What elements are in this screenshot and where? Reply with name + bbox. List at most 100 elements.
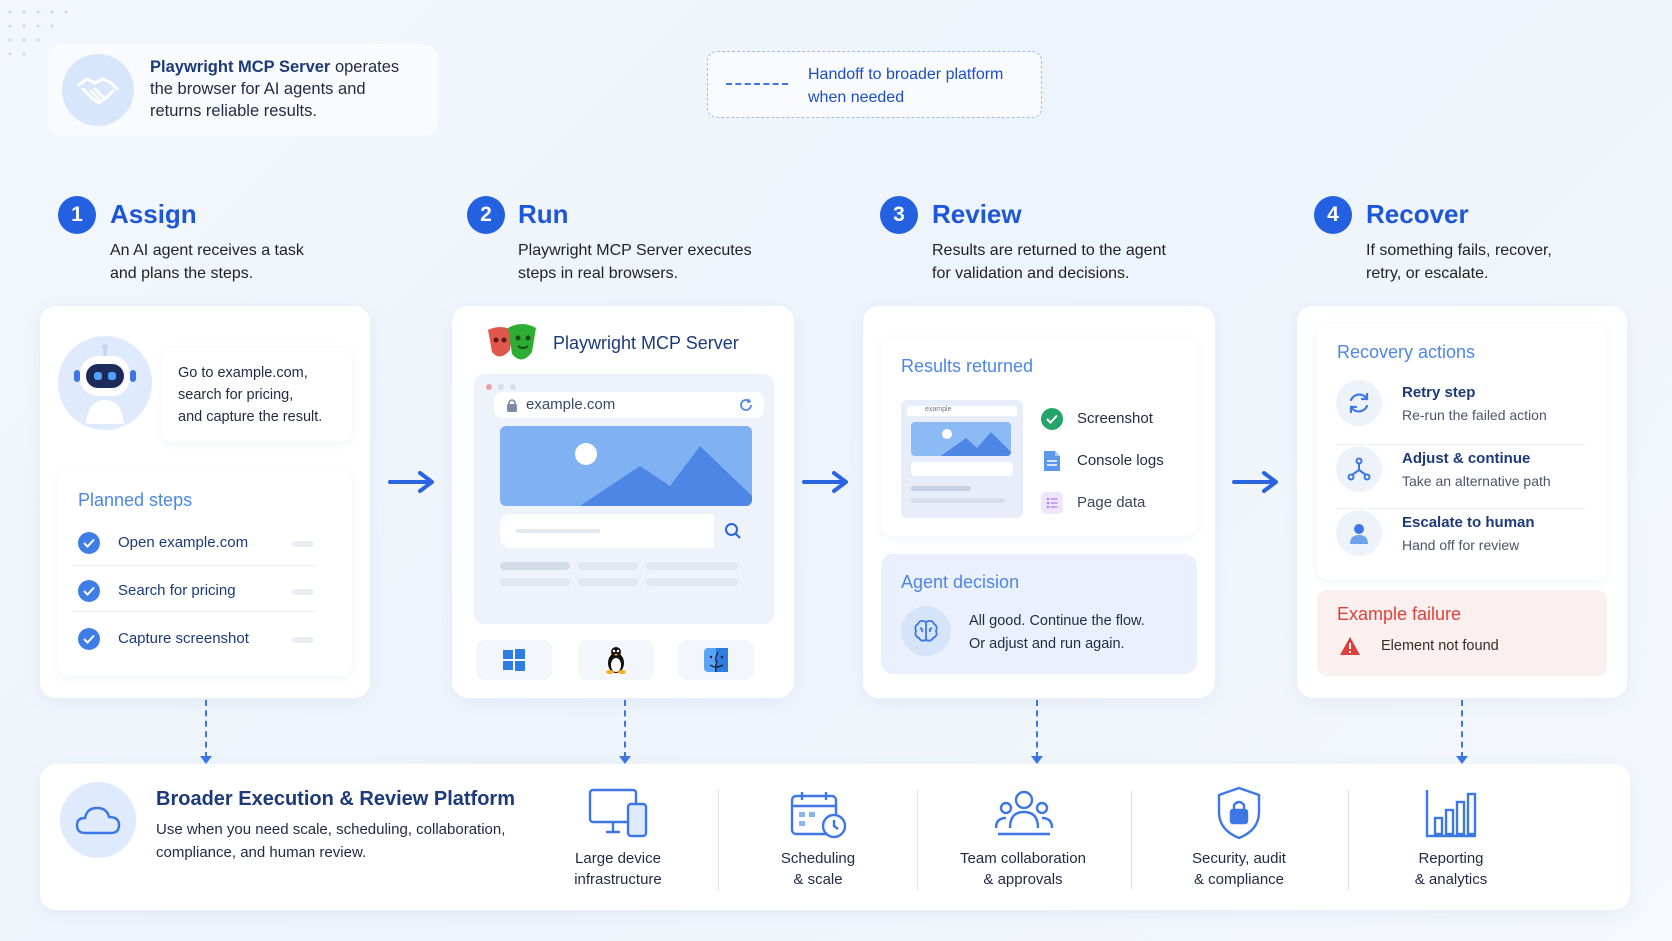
hero-image xyxy=(500,426,752,506)
step-label: Open example.com xyxy=(118,534,249,551)
decision-title: Agent decision xyxy=(901,572,1020,592)
recovery-action-escalate[interactable]: Escalate to human Hand off for review xyxy=(1336,510,1586,566)
divider xyxy=(1348,790,1349,890)
item-team-1: Team collaboration xyxy=(960,850,1086,867)
document-icon xyxy=(1044,451,1060,471)
robot-icon xyxy=(74,344,136,424)
step-row-2[interactable]: Search for pricing xyxy=(72,568,316,612)
item-device-2: infrastructure xyxy=(574,871,662,888)
search-box[interactable] xyxy=(500,514,752,548)
bubble-line2: search for pricing, xyxy=(178,387,294,403)
planned-steps-title: Planned steps xyxy=(78,490,193,510)
phase-title-assign: Assign xyxy=(110,199,197,229)
phase-title-run: Run xyxy=(518,199,569,229)
action-title: Adjust & continue xyxy=(1402,450,1531,467)
check-icon xyxy=(78,580,100,602)
phase-title-review: Review xyxy=(932,199,1022,229)
result-label: Screenshot xyxy=(1077,410,1153,427)
task-bubble: Go to example.com, search for pricing, a… xyxy=(162,348,352,442)
item-team-2: & approvals xyxy=(983,871,1063,888)
handoff-connector-3 xyxy=(1036,700,1038,758)
branch-icon xyxy=(1336,446,1382,492)
address-bar[interactable]: example.com xyxy=(494,392,764,418)
phase-number-2: 2 xyxy=(467,196,505,234)
phase-desc-review-2: for validation and decisions. xyxy=(932,265,1130,282)
run-card: Playwright MCP Server example.com xyxy=(452,306,794,698)
platform-desc-2: compliance, and human review. xyxy=(156,844,367,861)
refresh-icon[interactable] xyxy=(738,397,754,413)
item-scheduling-1: Scheduling xyxy=(780,850,856,867)
step-label: Search for pricing xyxy=(118,582,236,599)
action-title: Escalate to human xyxy=(1402,514,1535,531)
step-bar xyxy=(292,637,314,643)
handoff-legend: Handoff to broader platform when needed xyxy=(707,51,1042,118)
bubble-line1: Go to example.com, xyxy=(178,365,308,381)
check-icon xyxy=(78,628,100,650)
results-title: Results returned xyxy=(901,356,1034,376)
person-icon xyxy=(1336,510,1382,556)
intro-line2: the browser for AI agents and xyxy=(150,80,366,98)
platform-desc-1: Use when you need scale, scheduling, col… xyxy=(156,821,506,838)
review-card: Results returned example Screenshot Cons… xyxy=(863,306,1215,698)
phase-desc-review-1: Results are returned to the agent xyxy=(932,242,1166,259)
step-bar xyxy=(292,589,314,595)
action-title: Retry step xyxy=(1402,384,1476,401)
handoff-connector-4 xyxy=(1461,700,1463,758)
url-text: example.com xyxy=(526,396,616,413)
intro-line3: returns reliable results. xyxy=(150,102,317,120)
phase-desc-recover-1: If something fails, recover, xyxy=(1366,242,1552,259)
failure-text: Element not found xyxy=(1381,638,1499,654)
image-placeholder-icon xyxy=(575,443,752,506)
divider xyxy=(917,790,918,890)
playwright-logo-icon xyxy=(488,324,536,360)
windows-icon xyxy=(503,649,525,671)
list-icon xyxy=(1041,492,1063,514)
failure-title: Example failure xyxy=(1337,604,1462,624)
arrow-right-icon xyxy=(802,471,848,493)
action-sub: Hand off for review xyxy=(1402,537,1520,553)
legend-line2: when needed xyxy=(808,89,905,106)
legend-line1: Handoff to broader platform xyxy=(808,66,1004,83)
divider xyxy=(718,790,719,890)
example-failure-panel: Example failure Element not found xyxy=(1317,590,1607,676)
arrow-right-icon xyxy=(1232,471,1278,493)
phase-number-4: 4 xyxy=(1314,196,1352,234)
warning-icon xyxy=(1340,637,1360,655)
lock-icon xyxy=(507,399,517,412)
recovery-title: Recovery actions xyxy=(1337,342,1476,362)
os-linux xyxy=(578,640,654,680)
phase-number-3: 3 xyxy=(880,196,918,234)
handoff-connector-2 xyxy=(624,700,626,758)
robot-avatar xyxy=(58,336,152,430)
recovery-action-retry[interactable]: Retry step Re-run the failed action xyxy=(1336,380,1586,436)
phase-desc-run-2: steps in real browsers. xyxy=(518,265,679,282)
phase-desc-recover-2: retry, or escalate. xyxy=(1366,265,1489,282)
step-row-3[interactable]: Capture screenshot xyxy=(72,616,316,660)
intro-bold: Playwright MCP Server xyxy=(150,58,331,76)
brain-icon xyxy=(901,606,951,656)
os-macos xyxy=(678,640,754,680)
action-sub: Take an alternative path xyxy=(1402,473,1551,489)
search-icon[interactable] xyxy=(724,522,742,540)
linux-icon xyxy=(606,647,626,674)
item-security-2: & compliance xyxy=(1193,871,1285,888)
connector-arrowheads xyxy=(200,756,1468,764)
decorative-dots xyxy=(8,10,68,56)
decision-line2: Or adjust and run again. xyxy=(969,636,1125,652)
result-label: Page data xyxy=(1077,494,1146,511)
content-skeleton xyxy=(500,562,752,586)
item-security-1: Security, audit xyxy=(1192,850,1286,867)
check-circle-icon xyxy=(1041,408,1063,430)
dashed-line-legend-icon xyxy=(726,83,788,85)
item-scheduling-2: & scale xyxy=(793,871,843,888)
phase-title-recover: Recover xyxy=(1366,199,1469,229)
item-device-1: Large device xyxy=(575,850,661,867)
shield-lock-icon xyxy=(1216,786,1262,845)
os-windows xyxy=(476,640,552,680)
thumb-url: example xyxy=(925,406,952,413)
action-sub: Re-run the failed action xyxy=(1402,407,1547,423)
item-reporting-1: Reporting xyxy=(1418,850,1484,867)
window-dots xyxy=(486,384,516,390)
step-row-1[interactable]: Open example.com xyxy=(72,522,316,566)
recovery-action-adjust[interactable]: Adjust & continue Take an alternative pa… xyxy=(1336,446,1586,502)
